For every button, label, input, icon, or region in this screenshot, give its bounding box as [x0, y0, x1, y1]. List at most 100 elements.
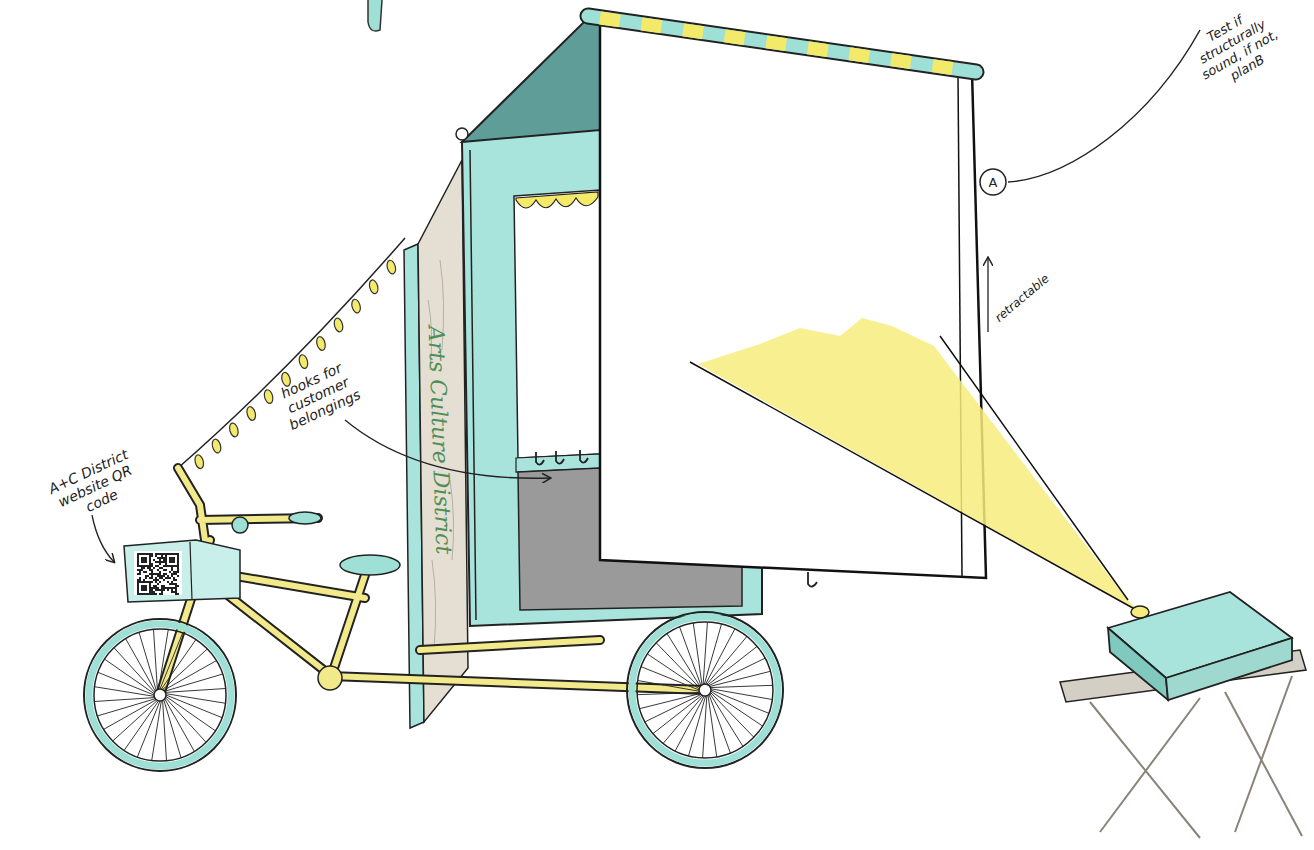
qr-module — [173, 571, 175, 573]
qr-module — [157, 553, 159, 555]
wheel-hub — [154, 689, 166, 701]
wheel-spoke — [704, 624, 721, 684]
qr-module — [137, 559, 139, 561]
qr-module — [155, 579, 157, 581]
qr-module — [177, 557, 179, 559]
qr-module — [137, 593, 139, 595]
bike-wheel — [94, 629, 226, 761]
qr-module — [171, 561, 173, 563]
qr-module — [161, 567, 163, 569]
qr-module — [177, 561, 179, 563]
wheel-spoke — [94, 698, 154, 702]
qr-module — [177, 563, 179, 565]
wheel-spoke — [126, 639, 156, 692]
light-bulb — [228, 422, 239, 438]
cabin-roof — [462, 18, 604, 142]
wheel-spoke — [160, 633, 183, 689]
qr-module — [159, 559, 161, 561]
qr-module — [175, 589, 177, 591]
qr-module — [149, 585, 151, 587]
qr-module — [169, 583, 171, 585]
qr-module — [173, 557, 175, 559]
qr-module — [175, 571, 177, 573]
qr-module — [175, 565, 177, 567]
qr-module — [165, 559, 167, 561]
qr-module — [137, 585, 139, 587]
bike-wheel — [89, 624, 231, 766]
qr-module — [175, 583, 177, 585]
front-basket — [124, 540, 240, 602]
customer-hooks — [808, 572, 817, 587]
string-lights — [178, 238, 405, 470]
hanging-cord — [368, 0, 382, 31]
wheel-spoke — [164, 700, 181, 758]
qr-module — [143, 589, 145, 591]
qr-module — [149, 593, 151, 595]
qr-module — [149, 573, 151, 575]
qr-module — [139, 573, 141, 575]
qr-module — [159, 593, 161, 595]
wheel-spoke — [165, 688, 225, 692]
qr-module — [157, 557, 159, 559]
callout-circle: A — [979, 168, 1007, 196]
qr-module — [165, 577, 167, 579]
qr-module — [147, 593, 149, 595]
qr-module — [159, 563, 161, 565]
qr-module — [163, 587, 165, 589]
qr-module — [149, 587, 151, 589]
qr-module — [155, 553, 157, 555]
qr-module — [173, 553, 175, 555]
hanging-cord — [368, 0, 382, 31]
qr-module — [165, 555, 167, 557]
qr-module — [155, 555, 157, 557]
qr-module — [171, 559, 173, 561]
wheel-spoke — [153, 629, 157, 689]
qr-module — [153, 593, 155, 595]
leader-lines — [987, 258, 988, 332]
bike-wheel — [632, 617, 778, 763]
qr-module — [175, 591, 177, 593]
qr-module — [141, 557, 143, 559]
qr-module — [149, 581, 151, 583]
qr-module — [141, 561, 143, 563]
wheel-spoke — [688, 696, 705, 756]
qr-module — [167, 575, 169, 577]
qr-module — [139, 553, 141, 555]
projector-table — [1090, 676, 1302, 838]
qr-module — [171, 573, 173, 575]
wheel-spoke — [97, 699, 155, 716]
bike-frame — [289, 512, 321, 524]
structure-note: Test if structurally sound, if not, plan… — [1181, 0, 1291, 97]
wheel-spoke — [667, 634, 700, 687]
projector-beam — [698, 318, 1140, 612]
qr-module — [149, 557, 151, 559]
qr-module — [137, 589, 139, 591]
qr-code — [137, 553, 179, 595]
qr-module — [159, 567, 161, 569]
qr-module — [165, 569, 167, 571]
qr-module — [157, 589, 159, 591]
qr-module — [149, 561, 151, 563]
qr-module — [177, 555, 179, 557]
qr-module — [177, 553, 179, 555]
cabin-side-panel — [418, 160, 468, 722]
qr-module — [159, 557, 161, 559]
qr-module — [165, 553, 167, 555]
qr-module — [151, 591, 153, 593]
qr-module — [175, 579, 177, 581]
wheel-spoke — [98, 672, 154, 695]
qr-module — [167, 587, 169, 589]
qr-module — [141, 565, 143, 567]
qr-module — [143, 567, 145, 569]
qr-module — [157, 573, 159, 575]
qr-module — [147, 567, 149, 569]
qr-module — [143, 593, 145, 595]
qr-module — [149, 591, 151, 593]
light-bulb — [211, 438, 222, 454]
qr-module — [137, 565, 139, 567]
wheel-spoke — [709, 658, 765, 685]
qr-module — [171, 587, 173, 589]
qr-module — [141, 569, 143, 571]
qr-module — [161, 593, 163, 595]
qr-module — [151, 589, 153, 591]
